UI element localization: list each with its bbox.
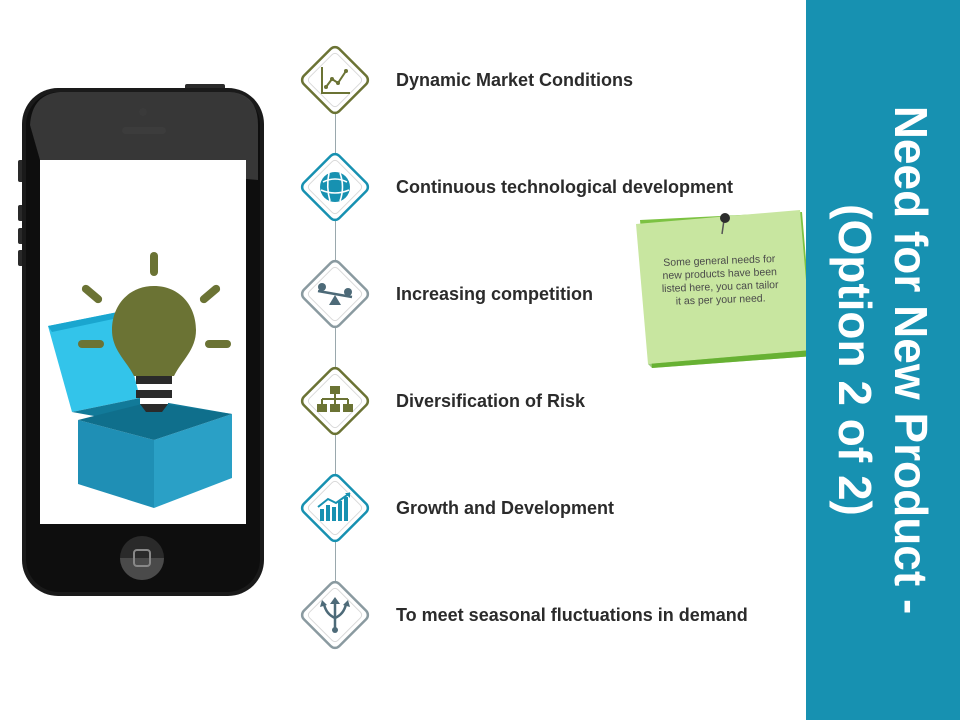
list-item-tech-development: Continuous technological development <box>296 148 796 226</box>
timeline-connector <box>335 80 336 614</box>
list-item-market-conditions: Dynamic Market Conditions <box>296 41 796 119</box>
sticky-note <box>636 210 814 368</box>
item-label: Increasing competition <box>396 284 594 304</box>
phone-illustration <box>0 0 300 720</box>
item-label: Dynamic Market Conditions <box>396 70 634 90</box>
org-chart-icon <box>300 366 370 436</box>
list-item-risk-diversification: Diversification of Risk <box>296 362 796 440</box>
item-label: Growth and Development <box>396 498 615 518</box>
title-band: Need for New Product - (Option 2 of 2) <box>806 0 960 720</box>
line-chart-icon <box>300 45 370 115</box>
growth-bars-icon <box>300 473 370 543</box>
list-item-seasonal-demand: To meet seasonal fluctuations in demand <box>296 576 796 654</box>
item-label: Continuous technological development <box>396 177 734 197</box>
split-arrows-icon <box>300 580 370 650</box>
item-label: Diversification of Risk <box>396 391 586 411</box>
item-label: To meet seasonal fluctuations in demand <box>396 605 748 625</box>
list-item-competition: Increasing competition <box>296 255 796 333</box>
title-line-1: Need for New Product - <box>885 105 937 615</box>
title-line-2: (Option 2 of 2) <box>829 204 881 516</box>
globe-network-icon <box>300 152 370 222</box>
list-item-growth: Growth and Development <box>296 469 796 547</box>
page-title: Need for New Product - (Option 2 of 2) <box>827 50 939 670</box>
sticky-note-text: Some general needs for new products have… <box>661 253 779 308</box>
seesaw-balance-icon <box>300 259 370 329</box>
